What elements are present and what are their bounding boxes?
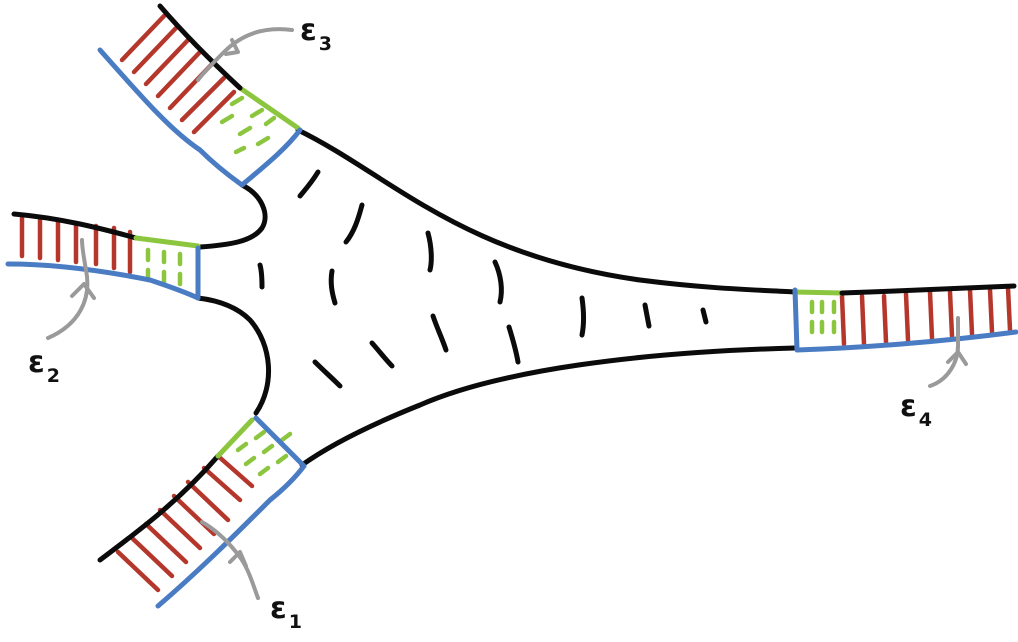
arrow-e2 (46, 238, 90, 340)
arrow-e4 (928, 316, 960, 388)
outline-e2-to-e3 (197, 182, 268, 250)
pointer-arrows (46, 27, 968, 600)
dash (312, 359, 343, 389)
arrow-e3 (196, 27, 294, 82)
arrow-e2-head (70, 282, 96, 300)
dash (579, 295, 586, 338)
surface-outline (195, 127, 798, 468)
arrow-e1 (200, 520, 260, 600)
end-e1-outer-edge (97, 453, 221, 563)
arrow-e3-head (224, 38, 240, 56)
dash (642, 302, 652, 329)
dash (506, 324, 521, 365)
interior-dashes (257, 169, 709, 389)
dash (700, 307, 709, 325)
end-e1-boundary (155, 415, 307, 609)
dash (492, 259, 504, 305)
dash (425, 230, 434, 273)
end-e3-boundary (97, 47, 303, 188)
outline-e4-to-e1 (299, 345, 798, 468)
end-e4-tube (792, 283, 1018, 353)
end-e1-green-dashes (235, 429, 293, 477)
end-e3-tube (97, 3, 303, 188)
end-e2-outer-top (11, 211, 139, 241)
end-e3-green-seam (237, 85, 301, 131)
arrow-e4-head (946, 350, 968, 366)
end-e1-green-seam (215, 417, 255, 459)
end-e4-green-dashes (809, 299, 837, 335)
end-e1-stripes (115, 453, 255, 593)
dash (369, 340, 395, 369)
dash (430, 313, 449, 353)
outline-e3-to-e4 (295, 127, 798, 295)
arrow-e1-head (228, 550, 248, 568)
end-e3-outer-edge (157, 3, 243, 91)
end-e1-tube (97, 415, 307, 609)
end-e4-green-seam (792, 289, 845, 296)
dash (297, 169, 321, 199)
dash (328, 268, 338, 306)
end-e3-stripes (119, 13, 237, 135)
end-e2-boundary (5, 245, 201, 301)
end-e2-green-dashes (145, 247, 183, 287)
dash (257, 262, 265, 290)
end-e2-green-seam (133, 235, 201, 249)
end-e3-green-dashes (219, 95, 277, 155)
end-e4-boundary (792, 287, 1018, 353)
end-e2-tube (5, 211, 201, 301)
dash (343, 202, 365, 245)
outline-e1-to-e2 (195, 295, 272, 416)
end-e2-stripes (19, 215, 133, 275)
end-e4-stripes (839, 285, 1013, 347)
end-e4-outer-top (839, 283, 1017, 296)
